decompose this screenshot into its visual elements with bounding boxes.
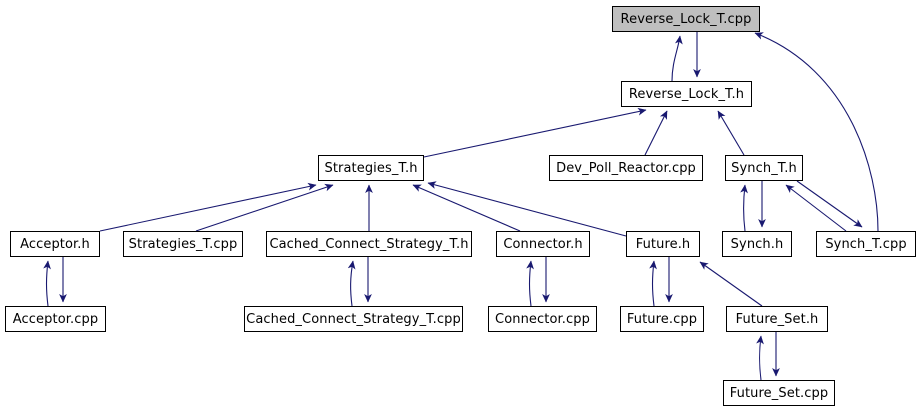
node-label: Acceptor.h [20,236,90,252]
node-label: Cached_Connect_Strategy_T.h [269,236,469,252]
node-label: Acceptor.cpp [12,311,99,327]
node-cached-connect-strategy-t-h[interactable]: Cached_Connect_Strategy_T.h [266,231,472,257]
edge-future-cpp-to-future-h [649,260,657,307]
edge-future-set-cpp-to-future-set-h [756,335,764,381]
node-label: Future.cpp [626,311,698,327]
edge-synch-t-h-to-reverse-lock-h [717,110,745,156]
edge-acceptor-cpp-to-acceptor-h [43,260,51,307]
node-synch-t-cpp[interactable]: Synch_T.cpp [816,231,916,257]
node-dev-poll-reactor-cpp[interactable]: Dev_Poll_Reactor.cpp [549,155,703,181]
node-synch-t-h[interactable]: Synch_T.h [725,155,803,181]
node-strategies-t-cpp[interactable]: Strategies_T.cpp [123,231,243,257]
node-label: Reverse_Lock_T.h [628,86,745,102]
node-future-cpp[interactable]: Future.cpp [620,306,704,332]
node-connector-h[interactable]: Connector.h [496,231,590,257]
edge-acceptor-h-to-strategies-h [99,182,317,232]
edge-synch-t-h-to-synch-t-cpp [796,180,863,228]
node-acceptor-cpp[interactable]: Acceptor.cpp [5,306,106,332]
node-acceptor-h[interactable]: Acceptor.h [10,231,100,257]
edge-future-h-to-strategies-h [427,181,627,237]
edge-cached-connect-cpp-to-h [347,260,356,307]
edge-strategies-cpp-to-strategies-h [195,183,334,232]
node-synch-h[interactable]: Synch.h [722,231,792,257]
edge-dev-poll-reactor-to-reverse-lock-h [644,110,668,156]
node-cached-connect-strategy-t-cpp[interactable]: Cached_Connect_Strategy_T.cpp [244,306,463,332]
node-reverse-lock-t-cpp[interactable]: Reverse_Lock_T.cpp [612,6,760,32]
edge-reverse-lock-h-to-cpp [671,35,683,82]
edge-connector-h-to-strategies-h [412,184,521,232]
node-strategies-t-h[interactable]: Strategies_T.h [318,155,424,181]
node-label: Connector.h [503,236,583,252]
node-label: Reverse_Lock_T.cpp [620,11,752,27]
node-label: Future_Set.cpp [729,385,829,401]
edge-synch-h-to-synch-t-h [740,184,748,232]
node-label: Future_Set.h [735,311,819,327]
node-future-h[interactable]: Future.h [626,231,700,257]
node-reverse-lock-t-h[interactable]: Reverse_Lock_T.h [621,81,752,107]
edge-strategies-h-to-reverse-lock-h [423,107,647,158]
node-label: Synch_T.h [731,160,797,176]
edge-synch-t-cpp-to-synch-t-h [785,184,847,232]
node-label: Dev_Poll_Reactor.cpp [556,160,696,176]
node-label: Cached_Connect_Strategy_T.cpp [246,311,461,327]
node-label: Strategies_T.h [324,160,418,176]
node-label: Connector.cpp [495,311,590,327]
node-label: Strategies_T.cpp [128,236,238,252]
edge-connector-cpp-to-connector-h [526,260,534,307]
edge-synch-t-cpp-to-reverse-lock-cpp [754,32,879,232]
node-future-set-h[interactable]: Future_Set.h [726,306,828,332]
node-connector-cpp[interactable]: Connector.cpp [488,306,597,332]
node-label: Synch_T.cpp [825,236,907,252]
edge-future-set-h-to-future-h [699,261,763,307]
node-future-set-cpp[interactable]: Future_Set.cpp [723,380,835,406]
node-label: Future.h [635,236,691,252]
node-label: Synch.h [730,236,784,252]
